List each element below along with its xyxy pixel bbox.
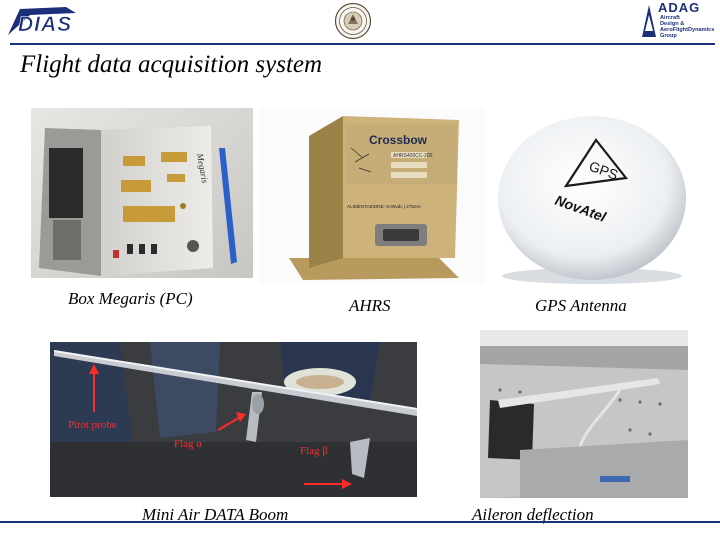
adag-line-1: Aircraft bbox=[660, 15, 680, 21]
header-divider bbox=[10, 43, 715, 45]
footer-divider bbox=[0, 521, 720, 523]
ahrs-model: AHRS400CC-200 bbox=[393, 153, 433, 159]
adag-line-4: Group bbox=[660, 33, 677, 39]
dias-logo: DIAS bbox=[8, 7, 76, 36]
adag-emblem-icon bbox=[642, 5, 656, 37]
svg-text:DIAS: DIAS bbox=[18, 13, 72, 36]
adag-line-3: AeroFlightDynamics bbox=[660, 27, 715, 33]
caption-ahrs: AHRS bbox=[349, 296, 391, 315]
adag-title: ADAG bbox=[658, 0, 701, 15]
page-title: Flight data acquisition system bbox=[20, 51, 323, 78]
ahrs-footer: ALIMENTAZIONE: 9-30vdc | 275mA bbox=[347, 204, 422, 209]
caption-aileron-deflection: Aileron deflection bbox=[472, 505, 594, 524]
caption-air-data-boom: Mini Air DATA Boom bbox=[142, 505, 289, 524]
gps-antenna-photo: GPS NovAtel bbox=[492, 108, 690, 286]
label-pitot-probe: Pitot probe bbox=[68, 419, 117, 431]
label-flag-alpha: Flag α bbox=[174, 438, 203, 450]
air-data-boom-photo: Pitot probe Flag α Flag β bbox=[50, 342, 417, 497]
ahrs-photo: Crossbow AHRS400CC-200 ALIMENTAZIONE: 9-… bbox=[259, 108, 485, 284]
aileron-photo bbox=[480, 330, 688, 498]
caption-box-megaris: Box Megaris (PC) bbox=[68, 289, 193, 308]
adag-logo: ADAG Aircraft Design & AeroFlightDynamic… bbox=[640, 1, 718, 41]
adag-line-2: Design & bbox=[660, 21, 685, 27]
header: DIAS ADAG Aircraft Design & AeroFlightDy… bbox=[0, 0, 720, 44]
ahrs-brand: Crossbow bbox=[369, 133, 428, 147]
caption-gps-antenna: GPS Antenna bbox=[535, 296, 627, 315]
university-seal-icon bbox=[334, 2, 372, 40]
box-megaris-photo: Megaris bbox=[31, 108, 253, 278]
label-flag-beta: Flag β bbox=[300, 445, 328, 457]
